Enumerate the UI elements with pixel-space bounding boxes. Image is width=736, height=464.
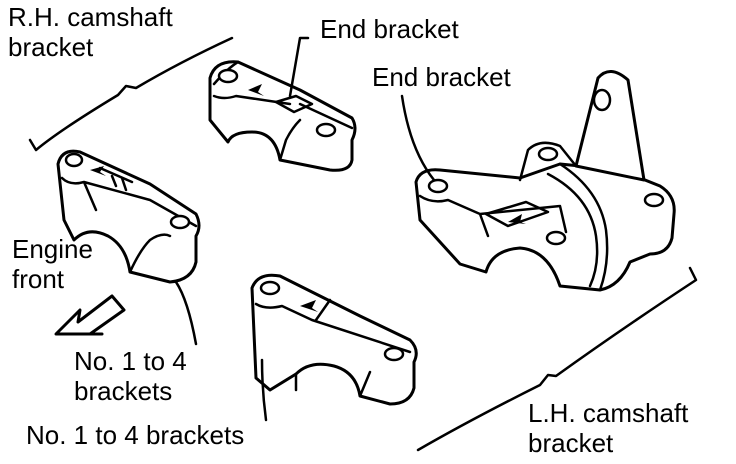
- engine-front-label: Engine front: [12, 234, 93, 294]
- rh-group-brace: [28, 36, 234, 152]
- engine-front-arrow: [54, 294, 126, 336]
- rh-camshaft-bracket-label: R.H. camshaft bracket: [8, 2, 173, 62]
- leader-end-bracket-right: [400, 94, 436, 182]
- end-bracket-top-label: End bracket: [320, 14, 459, 44]
- leader-no1to4-left: [174, 280, 198, 346]
- rh-end-bracket: [208, 60, 357, 172]
- lh-group-brace: [416, 266, 698, 452]
- no1to4-bottom-label: No. 1 to 4 brackets: [26, 420, 245, 450]
- lh-end-bracket: [414, 70, 676, 292]
- lh-camshaft-bracket-label: L.H. camshaft bracket: [528, 398, 689, 458]
- lh-no1to4-bracket: [250, 273, 418, 406]
- no1to4-left-label: No. 1 to 4 brackets: [74, 346, 187, 406]
- leader-end-bracket-top: [288, 36, 310, 98]
- leader-no1to4-bottom: [260, 358, 268, 422]
- rh-no1to4-bracket: [56, 149, 201, 284]
- end-bracket-right-label: End bracket: [372, 62, 511, 92]
